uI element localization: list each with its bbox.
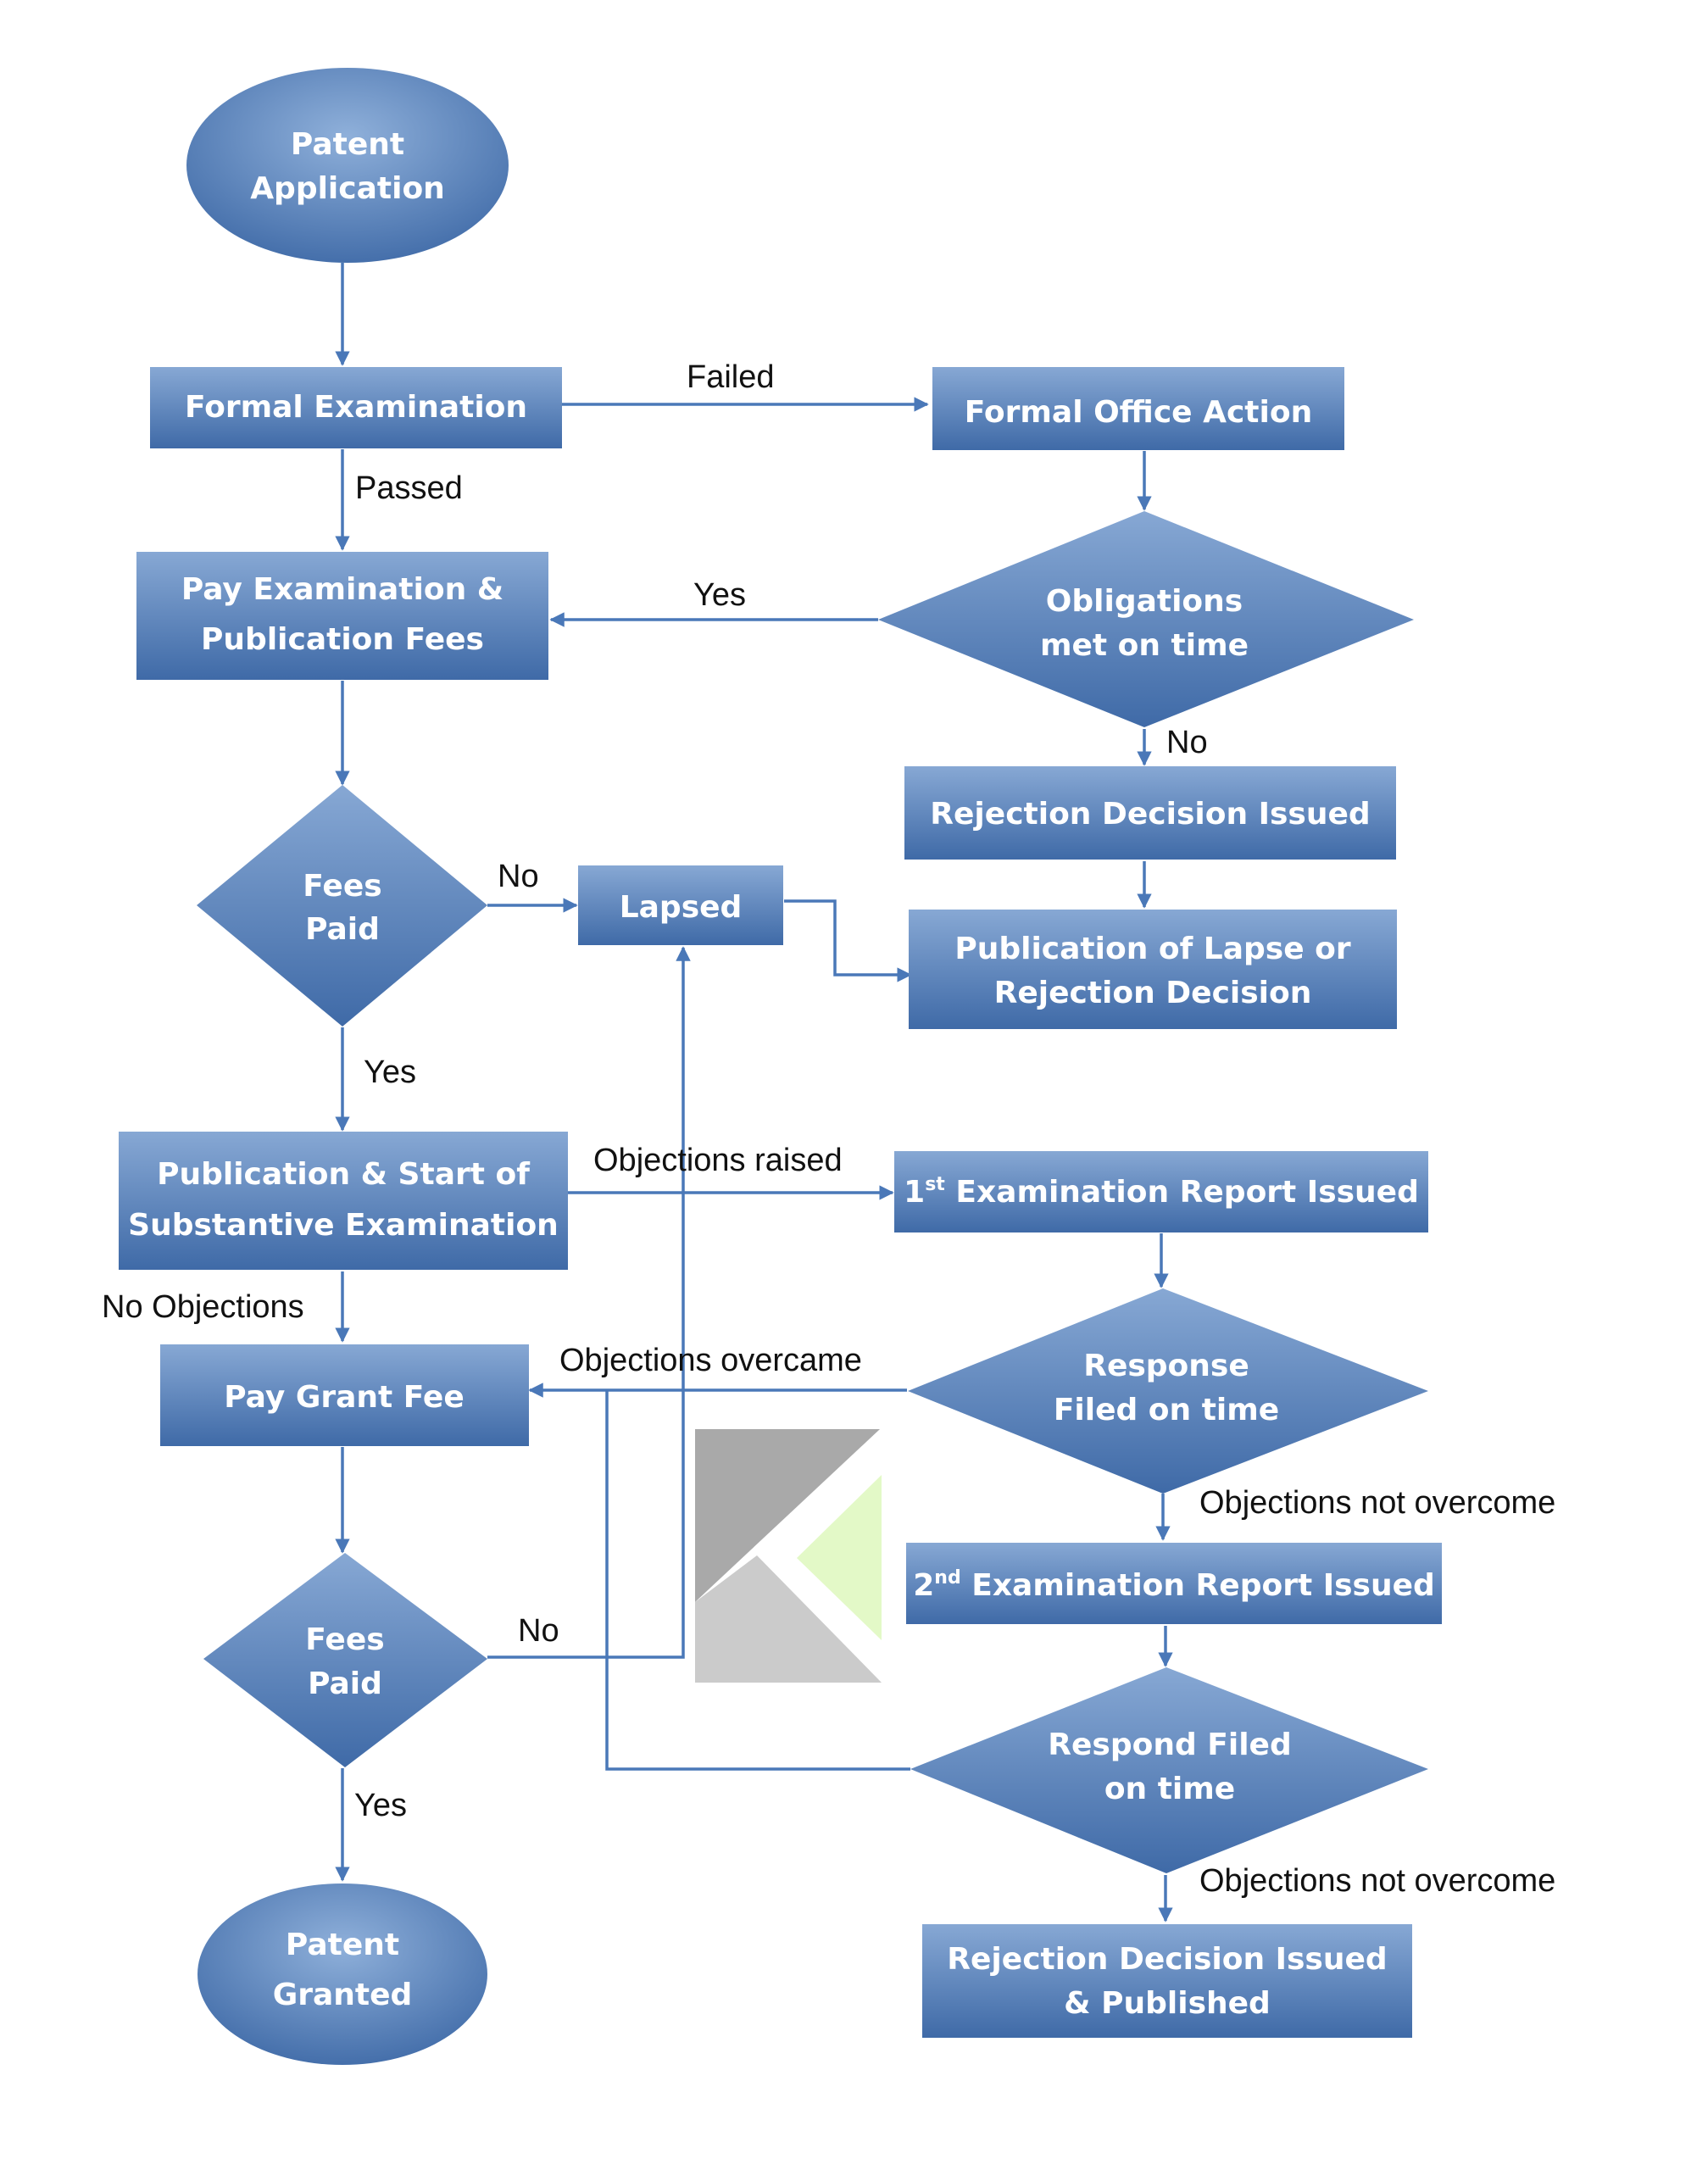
connector-lapsed-to-publication-lapse <box>784 899 912 982</box>
response-filed-shape <box>908 1288 1428 1494</box>
respond-filed-shape <box>910 1667 1428 1873</box>
second-examination-report-shape <box>906 1543 1442 1624</box>
response-filed-decision: Response Filed on time <box>908 1288 1428 1494</box>
formal-office-action-label: Formal Office Action <box>965 395 1312 430</box>
publication-lapse-node: Publication of Lapse or Rejection Decisi… <box>909 910 1397 1029</box>
label-yes-obligations: Yes <box>693 577 746 613</box>
patent-granted-label-line-2: Granted <box>273 1978 413 2012</box>
publication-start-label-line-2: Substantive Examination <box>128 1208 559 1243</box>
second-examination-report-label: 2nd Examination Report Issued <box>913 1567 1435 1603</box>
rejection-decision-label: Rejection Decision Issued <box>930 797 1370 832</box>
fees-paid-1-shape <box>197 785 487 1027</box>
patent-application-shape <box>186 68 509 263</box>
label-no-fees-2: No <box>518 1613 559 1649</box>
fees-paid-2-label-line-2: Paid <box>308 1666 382 1701</box>
fees-paid-2-label-line-1: Fees <box>305 1622 384 1657</box>
patent-granted-shape <box>198 1883 487 2065</box>
pay-grant-fee-shape <box>160 1344 529 1446</box>
response-filed-label-line-1: Response <box>1083 1349 1249 1383</box>
publication-start-node: Publication & Start of Substantive Exami… <box>119 1132 568 1270</box>
fees-paid-2-shape <box>203 1553 487 1767</box>
rejection-published-label-line-1: Rejection Decision Issued <box>947 1942 1387 1977</box>
obligations-met-label-line-2: met on time <box>1040 628 1249 663</box>
formal-examination-node: Formal Examination <box>150 367 562 448</box>
lapsed-node: Lapsed <box>578 865 783 945</box>
rejection-published-label-line-2: & Published <box>1064 1986 1271 2021</box>
fees-paid-decision-1: Fees Paid <box>197 785 487 1027</box>
response-filed-label-line-2: Filed on time <box>1054 1393 1279 1427</box>
label-objections-raised: Objections raised <box>593 1143 843 1178</box>
rejection-published-node: Rejection Decision Issued & Published <box>922 1924 1412 2038</box>
label-failed: Failed <box>687 359 775 395</box>
pay-examination-fees-shape <box>136 552 548 680</box>
logo-light-shape <box>695 1555 882 1683</box>
respond-filed-label-line-1: Respond Filed <box>1048 1728 1291 1762</box>
label-objections-not-overcome-2: Objections not overcome <box>1199 1863 1555 1899</box>
lapsed-shape <box>578 865 783 945</box>
second-report-superscript: nd <box>934 1567 960 1589</box>
pay-grant-fee-label: Pay Grant Fee <box>224 1380 465 1415</box>
rejection-published-shape <box>922 1924 1412 2038</box>
logo-dark-shape <box>695 1429 880 1602</box>
pay-examination-fees-label-line-2: Publication Fees <box>201 622 484 657</box>
fees-paid-1-label-line-1: Fees <box>303 869 381 904</box>
connector-fees-paid-no-to-lapsed-up <box>487 946 691 1659</box>
fees-paid-decision-2: Fees Paid <box>203 1553 487 1767</box>
formal-office-action-node: Formal Office Action <box>932 367 1344 450</box>
rejection-decision-node: Rejection Decision Issued <box>904 766 1396 860</box>
label-passed: Passed <box>355 470 463 506</box>
logo-accent-shape <box>797 1475 882 1640</box>
patent-granted-node: Patent Granted <box>198 1883 487 2065</box>
publication-lapse-label-line-2: Rejection Decision <box>994 976 1312 1010</box>
first-examination-report-node: 1st Examination Report Issued <box>894 1151 1428 1232</box>
publication-lapse-shape <box>909 910 1397 1029</box>
publication-lapse-label-line-1: Publication of Lapse or <box>954 932 1351 966</box>
obligations-met-label-line-1: Obligations <box>1046 584 1243 619</box>
lapsed-label: Lapsed <box>620 890 743 925</box>
patent-granted-label-line-1: Patent <box>286 1928 399 1962</box>
first-report-superscript: st <box>925 1174 945 1195</box>
publication-start-label-line-1: Publication & Start of <box>157 1157 530 1192</box>
obligations-met-decision: Obligations met on time <box>878 511 1414 727</box>
pay-examination-fees-label-line-1: Pay Examination & <box>181 572 503 607</box>
patent-application-label-line-2: Application <box>250 171 445 206</box>
label-objections-overcame: Objections overcame <box>559 1343 862 1378</box>
patent-application-node: Patent Application <box>186 68 509 263</box>
first-examination-report-shape <box>894 1151 1428 1232</box>
connectors <box>335 263 1173 1922</box>
pay-grant-fee-node: Pay Grant Fee <box>160 1344 529 1446</box>
edge-labels: Failed Passed Yes No No Yes Objections r… <box>102 359 1555 1899</box>
label-yes-fees-1: Yes <box>364 1054 416 1090</box>
second-examination-report-node: 2nd Examination Report Issued <box>906 1543 1442 1624</box>
rejection-decision-shape <box>904 766 1396 860</box>
label-no-fees-1: No <box>498 859 539 894</box>
second-report-rest: Examination Report Issued <box>961 1568 1435 1603</box>
label-objections-not-overcome-1: Objections not overcome <box>1199 1485 1555 1521</box>
k-logo-mark <box>695 1429 882 1683</box>
patent-application-label-line-1: Patent <box>291 127 404 162</box>
respond-filed-decision: Respond Filed on time <box>910 1667 1428 1873</box>
formal-office-action-shape <box>932 367 1344 450</box>
respond-filed-label-line-2: on time <box>1104 1772 1235 1806</box>
pay-examination-fees-node: Pay Examination & Publication Fees <box>136 552 548 680</box>
fees-paid-1-label-line-2: Paid <box>305 912 380 947</box>
publication-start-shape <box>119 1132 568 1270</box>
formal-examination-label: Formal Examination <box>185 390 527 425</box>
first-report-rest: Examination Report Issued <box>945 1175 1419 1210</box>
first-examination-report-label: 1st Examination Report Issued <box>904 1174 1419 1210</box>
formal-examination-shape <box>150 367 562 448</box>
label-no-objections: No Objections <box>102 1289 304 1325</box>
label-yes-fees-2: Yes <box>354 1788 407 1823</box>
connector-respond-overcame-to-grant-fee <box>605 1390 910 1771</box>
first-report-number: 1 <box>904 1175 925 1210</box>
second-report-number: 2 <box>913 1568 934 1603</box>
obligations-met-shape <box>878 511 1414 727</box>
label-no-obligations: No <box>1166 725 1208 760</box>
